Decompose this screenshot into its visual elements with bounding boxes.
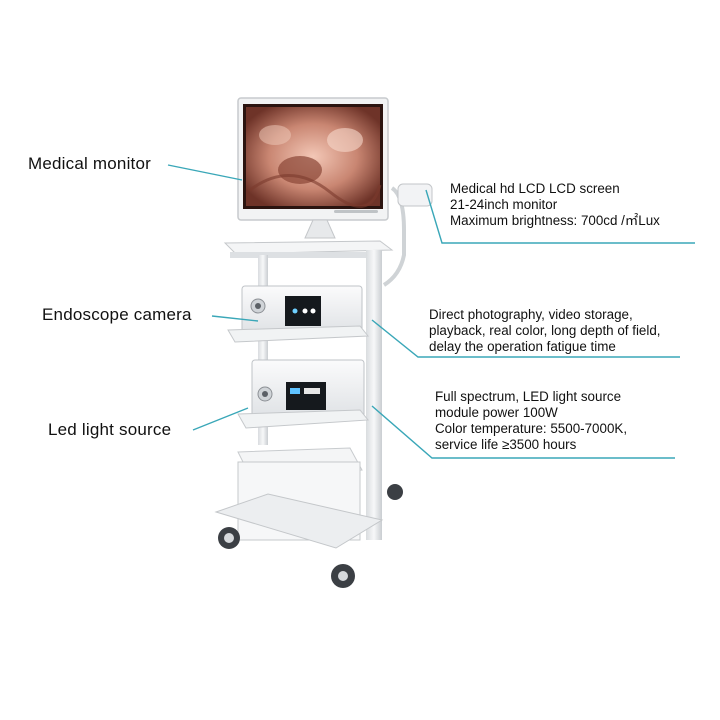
light-left-leader — [192, 407, 249, 431]
spec-camera-line: Direct photography, video storage, — [429, 307, 633, 322]
top-shelf — [223, 240, 394, 258]
spec-monitor-line: Maximum brightness: 700cd /㎡Lux — [450, 213, 660, 228]
spec-camera-line: playback, real color, long depth of fiel… — [429, 323, 661, 338]
spec-monitor-line: Medical hd LCD LCD screen — [450, 181, 620, 196]
camera-shelf — [227, 325, 370, 343]
spec-camera-line: delay the operation fatigue time — [429, 339, 616, 354]
leader-lines — [167, 164, 695, 459]
spec-light-line: module power 100W — [435, 405, 558, 420]
endoscope-view-screen — [246, 107, 380, 206]
spec-camera: Direct photography, video storage, playb… — [429, 307, 661, 355]
camera-unit — [241, 285, 363, 335]
right-pole — [366, 250, 382, 540]
scope-holder — [397, 183, 433, 207]
callout-endoscope-camera: Endoscope camera — [42, 305, 192, 324]
monitor-left-leader — [167, 164, 243, 181]
spec-monitor-line: 21-24inch monitor — [450, 197, 558, 212]
light-shelf — [237, 409, 369, 429]
caster-wheels — [218, 484, 403, 588]
monitor-right-leader — [425, 189, 695, 244]
medical-monitor — [237, 97, 389, 239]
light-right-leader — [371, 405, 675, 459]
spec-monitor: Medical hd LCD LCD screen 21-24inch moni… — [450, 181, 660, 229]
base — [214, 493, 384, 549]
camera-right-leader — [371, 319, 680, 358]
camera-left-leader — [211, 315, 259, 322]
callout-led-light-source: Led light source — [48, 420, 172, 439]
spec-light: Full spectrum, LED light source module p… — [435, 389, 627, 453]
left-pole — [258, 255, 268, 445]
callout-medical-monitor: Medical monitor — [28, 154, 151, 173]
light-source-unit — [251, 359, 365, 419]
spec-light-line: service life ≥3500 hours — [435, 437, 577, 452]
spec-light-line: Color temperature: 5500-7000K, — [435, 421, 628, 436]
spec-light-line: Full spectrum, LED light source — [435, 389, 622, 404]
